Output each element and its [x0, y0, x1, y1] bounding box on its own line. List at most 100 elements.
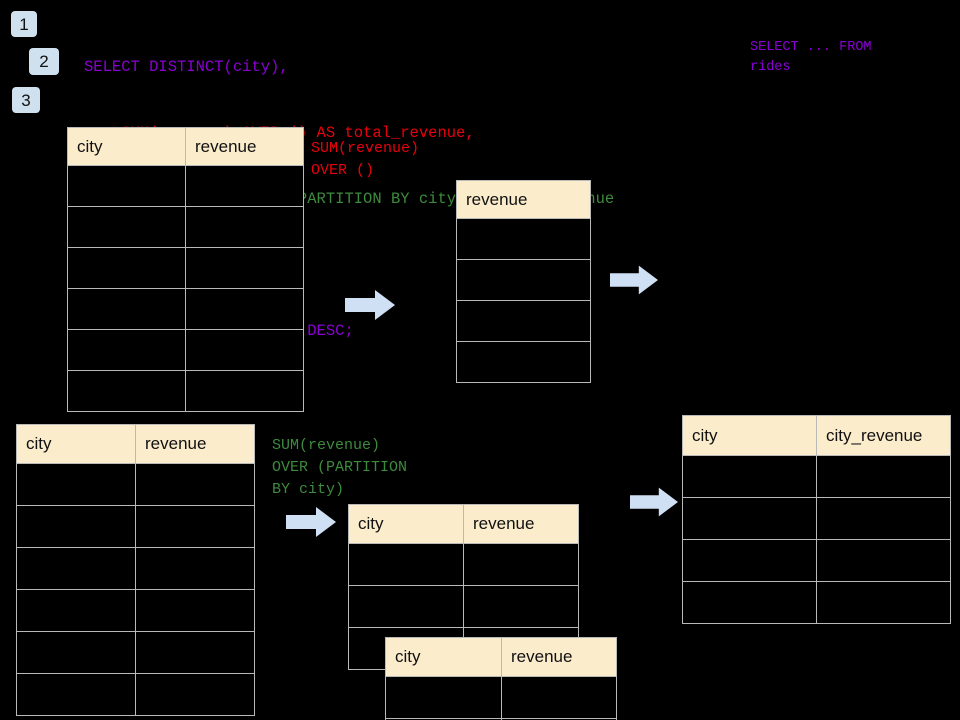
column-header-city: city	[348, 504, 464, 544]
table-row	[385, 718, 617, 720]
cell-revenue	[456, 259, 591, 301]
table-header-row: city revenue	[385, 637, 617, 677]
table-row	[385, 676, 617, 719]
cell-city	[16, 505, 136, 548]
cell-city-revenue	[816, 581, 951, 624]
table-header-row: city revenue	[16, 424, 255, 464]
cell-city-revenue	[816, 497, 951, 540]
table-row	[682, 455, 951, 498]
table-row	[16, 505, 255, 548]
column-header-city: city	[385, 637, 502, 677]
cell-revenue	[135, 673, 255, 716]
cell-revenue	[463, 585, 579, 628]
cell-revenue	[456, 341, 591, 383]
cell-city-revenue	[816, 455, 951, 498]
cell-revenue	[501, 676, 617, 719]
table-row	[16, 589, 255, 632]
result-table: city city_revenue	[682, 415, 951, 624]
total-revenue-table: revenue	[456, 180, 591, 383]
cell-revenue	[135, 631, 255, 674]
cell-revenue	[135, 463, 255, 506]
cell-revenue	[185, 206, 304, 248]
cell-city	[67, 288, 186, 330]
column-header-city: city	[16, 424, 136, 464]
sql-line-1: SELECT DISTINCT(city),	[84, 58, 289, 76]
arrow-source-to-total	[345, 290, 395, 320]
table-header-row: city revenue	[348, 504, 579, 544]
column-header-city: city	[682, 415, 817, 456]
table-row	[682, 539, 951, 582]
column-header-city: city	[67, 127, 186, 166]
table-row	[682, 497, 951, 540]
table-row	[67, 370, 304, 412]
table-row	[67, 206, 304, 248]
table-row	[456, 341, 591, 383]
cell-revenue	[501, 718, 617, 720]
table-row	[348, 585, 579, 628]
table-row	[67, 165, 304, 207]
step-badge-3: 3	[12, 87, 40, 113]
cell-city	[682, 581, 817, 624]
partition-group-table-front: city revenue	[385, 637, 617, 720]
column-header-city-revenue: city_revenue	[816, 415, 951, 456]
cell-revenue	[463, 543, 579, 586]
cell-city	[348, 585, 464, 628]
step-badge-1: 1	[11, 11, 37, 37]
cell-city	[67, 329, 186, 371]
column-header-revenue: revenue	[501, 637, 617, 677]
step-badge-2-label: 2	[39, 52, 49, 71]
step-badge-1-label: 1	[19, 14, 29, 34]
cell-city	[16, 547, 136, 590]
column-header-revenue: revenue	[185, 127, 304, 166]
table-row	[16, 673, 255, 716]
column-header-revenue: revenue	[456, 180, 591, 219]
cell-city	[682, 497, 817, 540]
cell-city	[16, 673, 136, 716]
rides-source-table-top: city revenue	[67, 127, 304, 412]
annotation-sum-over-empty: SUM(revenue) OVER ()	[311, 140, 420, 179]
table-row	[67, 329, 304, 371]
cell-revenue	[135, 589, 255, 632]
cell-city-revenue	[816, 539, 951, 582]
cell-revenue	[185, 288, 304, 330]
table-row	[682, 581, 951, 624]
rides-source-table-bottom: city revenue	[16, 424, 255, 716]
cell-revenue	[185, 165, 304, 207]
arrow-partition-to-result	[630, 487, 678, 517]
arrow-source-to-partition	[286, 507, 336, 537]
cell-revenue	[456, 300, 591, 342]
table-header-row: city city_revenue	[682, 415, 951, 456]
cell-city	[67, 206, 186, 248]
table-row	[16, 463, 255, 506]
column-header-revenue: revenue	[463, 504, 579, 544]
cell-revenue	[185, 370, 304, 412]
table-row	[348, 543, 579, 586]
cell-city	[67, 247, 186, 289]
table-header-row: city revenue	[67, 127, 304, 166]
cell-city	[682, 539, 817, 582]
cell-city	[682, 455, 817, 498]
cell-city	[16, 589, 136, 632]
cell-revenue	[135, 547, 255, 590]
table-row	[456, 218, 591, 260]
table-row	[16, 631, 255, 674]
table-row	[67, 288, 304, 330]
cell-city	[385, 676, 502, 719]
cell-city	[348, 543, 464, 586]
table-row	[67, 247, 304, 289]
cell-city	[16, 631, 136, 674]
cell-revenue	[185, 247, 304, 289]
cell-revenue	[185, 329, 304, 371]
table-row	[456, 300, 591, 342]
table-header-row: revenue	[456, 180, 591, 219]
cell-city	[67, 165, 186, 207]
step-badge-3-label: 3	[21, 90, 31, 110]
cell-revenue	[135, 505, 255, 548]
step-badge-2: 2	[29, 48, 59, 75]
cell-city	[67, 370, 186, 412]
cell-city	[16, 463, 136, 506]
annotation-select-from-rides: SELECT ... FROM rides	[750, 40, 872, 75]
table-row	[16, 547, 255, 590]
cell-revenue	[456, 218, 591, 260]
